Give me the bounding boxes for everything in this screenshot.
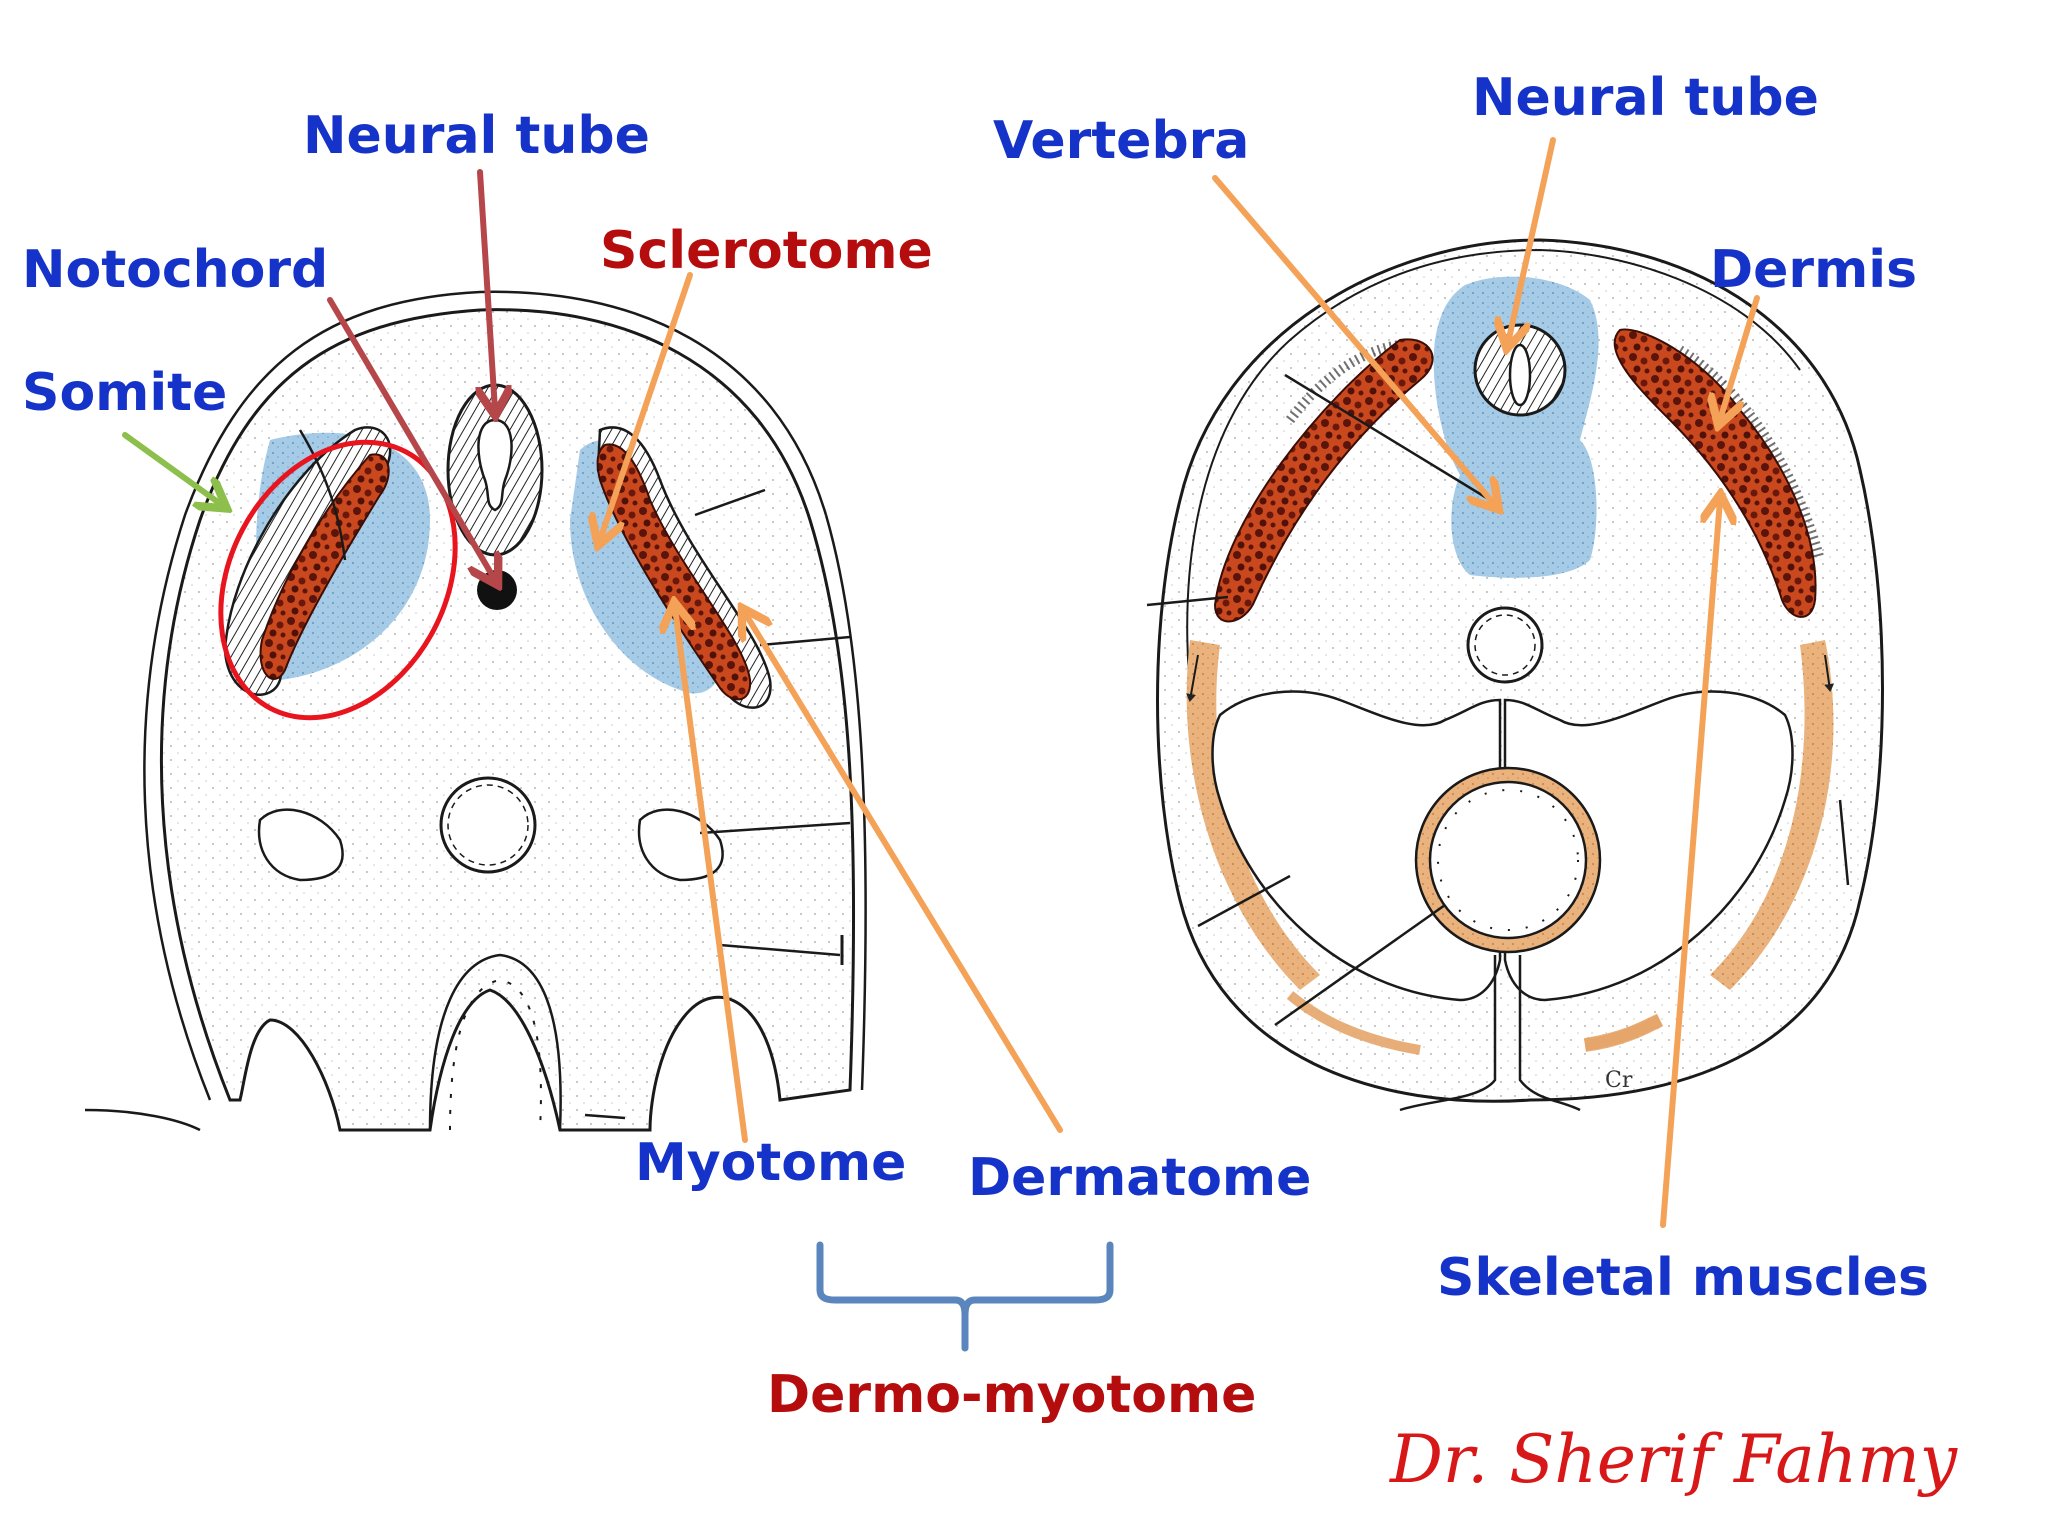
arrow-somite [122, 432, 222, 505]
label-myotome: Myotome [635, 1133, 906, 1193]
svg-text:Cr: Cr [1605, 1068, 1633, 1093]
label-dermo-myotome: Dermo-myotome [767, 1365, 1256, 1425]
label-somite: Somite [22, 363, 227, 423]
label-notochord: Notochord [22, 240, 328, 300]
arrow-vertebra [1212, 175, 1495, 505]
arrow-notochord [327, 297, 495, 580]
notochord-shape [477, 570, 517, 610]
dermo-myotome-brace [816, 1241, 1114, 1352]
arrow-myotome [675, 608, 748, 1143]
label-dermatome: Dermatome [968, 1148, 1311, 1208]
vertebra-shape [1433, 276, 1599, 578]
myotome-left [259, 453, 390, 680]
arrow-neural-tube-right [1508, 137, 1556, 343]
somite-highlight-circle [218, 439, 458, 721]
author-signature: Dr. Sherif Fahmy [1389, 1421, 1958, 1498]
arrow-neural-tube-left [480, 169, 495, 410]
arrow-sclerotome [600, 272, 693, 540]
label-sclerotome: Sclerotome [600, 221, 933, 281]
arrow-dermis [1720, 295, 1760, 420]
label-dermis: Dermis [1710, 240, 1917, 300]
label-skeletal-muscles: Skeletal muscles [1437, 1248, 1929, 1308]
pointer-arrows [122, 137, 1760, 1228]
later-embryo-section: Cr [1146, 238, 1884, 1112]
skeletal-muscle-left [1213, 338, 1434, 623]
arrow-skeletal-muscles [1660, 500, 1720, 1228]
dermis-tan-band [1186, 640, 1320, 990]
myotome-right [596, 443, 752, 701]
label-neural-tube-left: Neural tube [303, 106, 650, 166]
arrow-dermatome [745, 613, 1063, 1133]
skeletal-muscle-right [1613, 328, 1817, 618]
gut-left [439, 776, 537, 874]
label-neural-tube-right: Neural tube [1472, 68, 1819, 128]
early-embryo-section [84, 290, 867, 1132]
label-vertebra: Vertebra [993, 111, 1249, 171]
